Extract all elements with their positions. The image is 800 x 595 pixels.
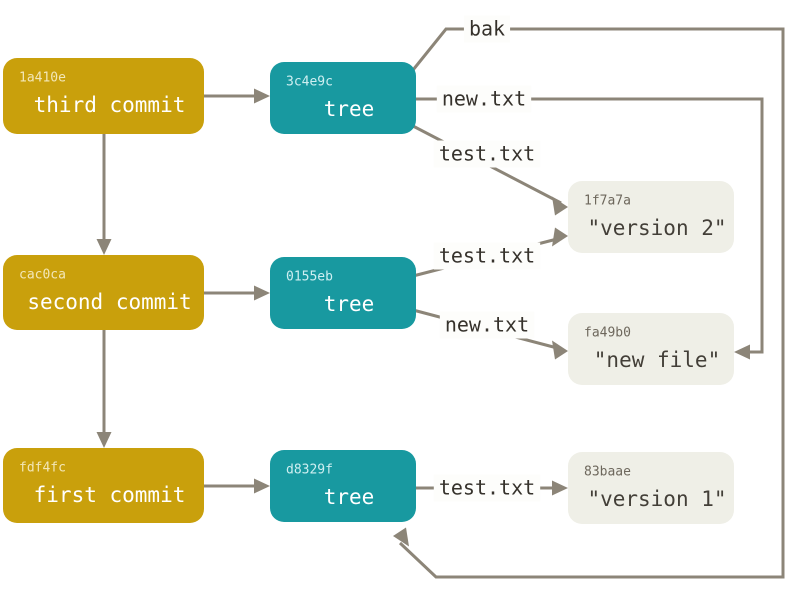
edge-label-background: [436, 85, 532, 113]
edge-e-tree3-bak: [393, 27, 785, 579]
edge-e-commit1-tree1: [204, 478, 270, 494]
edge-label-text: test.txt: [439, 142, 535, 166]
node-blob2[interactable]: 1f7a7a "version 2": [568, 181, 734, 253]
node-commit3[interactable]: 1a410e third commit: [3, 58, 204, 134]
arrow-head-icon: [552, 196, 568, 216]
node-tree2[interactable]: 0155eb tree: [270, 257, 416, 329]
node-tree1[interactable]: d8329f tree: [270, 450, 416, 522]
edge-label-background: [439, 311, 535, 339]
edge-e-tree3-testtxt: [412, 124, 568, 216]
node-commit1-box[interactable]: [3, 448, 204, 523]
node-blob3-box[interactable]: [568, 313, 734, 385]
edge-labels-layer: bak new.txt test.txt test.txt new.txt test.tx…: [433, 15, 541, 502]
edge-label-e-tree3-newtxt: new.txt: [436, 85, 532, 113]
edge-e-commit2-commit1: [96, 330, 112, 448]
node-commit2-box[interactable]: [3, 255, 204, 330]
node-commit2-title: second commit: [27, 290, 191, 314]
node-blob3[interactable]: fa49b0 "new file": [568, 313, 734, 385]
node-tree3-title: tree: [324, 97, 375, 121]
node-blob1[interactable]: 83baae "version 1": [568, 452, 734, 524]
edge-label-background: [433, 242, 541, 270]
node-commit3-box[interactable]: [3, 58, 204, 134]
edge-line: [398, 27, 785, 579]
edge-label-text: new.txt: [445, 313, 529, 337]
edge-label-text: bak: [469, 17, 505, 41]
edge-label-e-tree2-testtxt: test.txt: [433, 242, 541, 270]
edge-label-text: test.txt: [439, 244, 535, 268]
edge-label-e-tree3-testtxt: test.txt: [433, 140, 541, 168]
edge-e-tree3-newtxt: [416, 97, 764, 360]
edge-e-commit3-commit2: [96, 134, 112, 255]
arrow-head-icon: [254, 478, 270, 494]
edge-label-e-tree3-bak: bak: [463, 15, 511, 43]
node-blob1-title: "version 1": [587, 487, 726, 511]
edge-label-e-tree2-newtxt: new.txt: [439, 311, 535, 339]
edge-label-text: new.txt: [442, 87, 526, 111]
node-blob2-hash: 1f7a7a: [584, 194, 631, 209]
node-commit2-hash: cac0ca: [19, 268, 66, 283]
arrow-head-icon: [254, 285, 270, 301]
node-tree3-hash: 3c4e9c: [286, 75, 333, 90]
nodes-layer: 1a410e third commit cac0ca second commit fdf…: [3, 58, 734, 524]
edge-e-commit2-tree2: [204, 285, 270, 301]
node-tree2-hash: 0155eb: [286, 270, 333, 285]
arrow-head-icon: [552, 480, 568, 496]
arrow-head-icon: [552, 227, 568, 247]
node-tree1-title: tree: [324, 485, 375, 509]
node-commit1[interactable]: fdf4fc first commit: [3, 448, 204, 523]
node-blob1-box[interactable]: [568, 452, 734, 524]
edge-e-commit3-tree3: [204, 88, 270, 104]
edge-label-background: [433, 474, 541, 502]
edge-line: [416, 97, 764, 354]
node-blob3-title: "new file": [594, 348, 720, 372]
node-tree3[interactable]: 3c4e9c tree: [270, 62, 416, 134]
node-commit1-hash: fdf4fc: [19, 461, 66, 476]
edge-label-background: [433, 140, 541, 168]
node-blob3-hash: fa49b0: [584, 326, 631, 341]
node-blob2-box[interactable]: [568, 181, 734, 253]
edge-label-text: test.txt: [439, 476, 535, 500]
arrow-head-icon: [734, 344, 750, 360]
node-blob1-hash: 83baae: [584, 465, 631, 480]
node-commit3-title: third commit: [34, 93, 186, 117]
arrow-head-icon: [96, 239, 112, 255]
node-tree2-box[interactable]: [270, 257, 416, 329]
arrow-head-icon: [96, 432, 112, 448]
arrow-head-icon: [393, 527, 409, 547]
node-tree1-box[interactable]: [270, 450, 416, 522]
node-tree3-box[interactable]: [270, 62, 416, 134]
arrow-head-icon: [254, 88, 270, 104]
node-commit1-title: first commit: [34, 483, 186, 507]
edge-label-background: [463, 15, 511, 43]
node-blob2-title: "version 2": [587, 216, 726, 240]
node-commit2[interactable]: cac0ca second commit: [3, 255, 204, 330]
arrow-head-icon: [552, 340, 568, 360]
edge-label-e-tree1-testtxt: test.txt: [433, 474, 541, 502]
node-tree2-title: tree: [324, 292, 375, 316]
node-commit3-hash: 1a410e: [19, 71, 66, 86]
node-tree1-hash: d8329f: [286, 463, 333, 478]
